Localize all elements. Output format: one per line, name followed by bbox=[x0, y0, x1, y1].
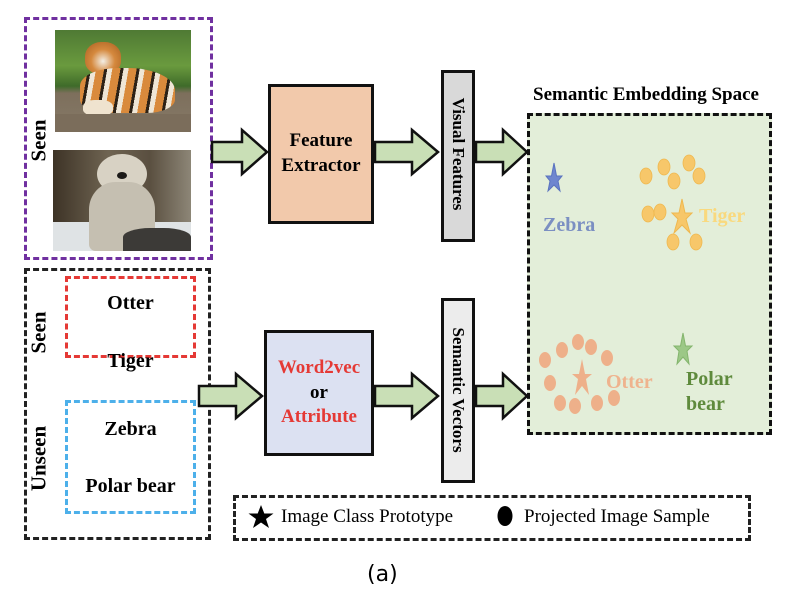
zebra-label: Zebra bbox=[543, 214, 596, 236]
tiger-sample bbox=[682, 154, 696, 172]
attribute-label: Attribute bbox=[281, 406, 357, 428]
otter-sample bbox=[591, 395, 603, 411]
otter-sample bbox=[569, 398, 581, 414]
semantic-encoder-box: Word2vec or Attribute bbox=[264, 330, 374, 456]
visual-features-label: Visual Features bbox=[449, 97, 468, 211]
seen-classes-label: Seen bbox=[26, 311, 51, 354]
otter-photo bbox=[53, 150, 191, 251]
tiger-sample bbox=[657, 158, 671, 176]
arrow-visual-to-embedding bbox=[474, 127, 529, 177]
feature-extractor-line1: Feature bbox=[289, 130, 353, 152]
class-name-tiger: Tiger bbox=[107, 350, 154, 372]
word2vec-label: Word2vec bbox=[277, 356, 361, 378]
arrow-names-to-encoder bbox=[197, 371, 264, 421]
seen-images-panel bbox=[24, 17, 213, 260]
legend-sample-label: Projected Image Sample bbox=[524, 506, 710, 527]
tiger-sample bbox=[692, 167, 706, 185]
class-name-zebra: Zebra bbox=[104, 418, 157, 440]
seen-images-label: Seen bbox=[26, 119, 51, 162]
feature-extractor-box: Feature Extractor bbox=[268, 84, 374, 224]
tiger-photo bbox=[55, 30, 191, 132]
legend-prototype-label: Image Class Prototype bbox=[281, 506, 454, 527]
tiger-sample bbox=[666, 233, 680, 251]
otter-sample bbox=[608, 390, 620, 406]
polar-bear-label-line1: Polar bbox=[686, 368, 733, 390]
otter-sample bbox=[544, 375, 556, 391]
arrow-images-to-extractor bbox=[210, 127, 269, 177]
otter-sample bbox=[572, 334, 584, 350]
or-label: or bbox=[310, 381, 328, 403]
arrow-vectors-to-embedding bbox=[474, 371, 529, 421]
embedding-space-title: Semantic Embedding Space bbox=[533, 84, 759, 105]
otter-sample bbox=[556, 342, 568, 358]
otter-sample bbox=[539, 352, 551, 368]
embedding-space-box bbox=[527, 113, 772, 435]
tiger-sample bbox=[641, 205, 655, 223]
figure-caption: (a) bbox=[367, 562, 398, 587]
legend-box bbox=[233, 495, 751, 541]
tiger-sample bbox=[667, 172, 681, 190]
seen-classes-box bbox=[65, 276, 196, 358]
tiger-prototype-star bbox=[670, 198, 694, 235]
semantic-vectors-bar bbox=[441, 298, 475, 483]
arrow-encoder-to-vectors bbox=[373, 371, 440, 421]
unseen-classes-label: Unseen bbox=[26, 425, 51, 492]
polar-bear-label: Polar bear bbox=[686, 367, 733, 417]
embedding-marks bbox=[539, 154, 706, 414]
otter-prototype-star bbox=[572, 359, 592, 395]
legend-circle-icon bbox=[497, 506, 513, 526]
unseen-classes-box bbox=[65, 400, 196, 514]
visual-features-bar bbox=[441, 70, 475, 242]
class-name-polar-bear: Polar bear bbox=[85, 475, 176, 497]
feature-extractor-line2: Extractor bbox=[281, 155, 361, 176]
polar-bear-prototype-star bbox=[672, 332, 694, 366]
otter-sample bbox=[554, 395, 566, 411]
semantic-vectors-label: Semantic Vectors bbox=[449, 327, 468, 453]
tiger-sample bbox=[653, 203, 667, 221]
class-name-otter: Otter bbox=[107, 292, 154, 314]
arrow-extractor-to-visual bbox=[373, 127, 440, 177]
zebra-prototype-star bbox=[544, 162, 564, 193]
tiger-sample bbox=[639, 167, 653, 185]
otter-label: Otter bbox=[606, 371, 653, 393]
legend-star-icon bbox=[248, 505, 274, 528]
tiger-label: Tiger bbox=[699, 205, 746, 227]
otter-sample bbox=[585, 339, 597, 355]
tiger-sample bbox=[689, 233, 703, 251]
polar-bear-label-line2: bear bbox=[686, 393, 725, 415]
otter-sample bbox=[601, 350, 613, 366]
